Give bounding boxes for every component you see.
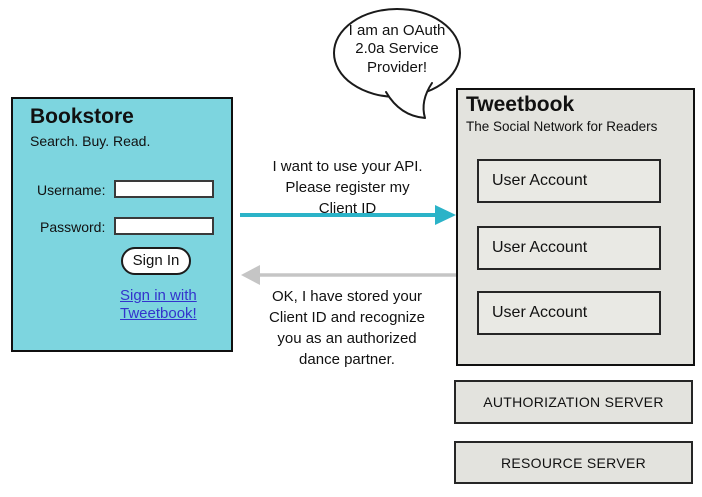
request-message-line: Client ID bbox=[318, 200, 377, 217]
user-account-box: User Account bbox=[477, 291, 661, 335]
speech-bubble-text: I am an OAuth 2.0a Service Provider! bbox=[334, 22, 460, 77]
response-message-line: OK, I have stored your bbox=[271, 288, 423, 305]
oauth-link-line[interactable]: Sign in with bbox=[120, 287, 197, 304]
tweetbook-subtitle: The Social Network for Readers bbox=[466, 119, 658, 134]
response-message-line: Client ID and recognize bbox=[269, 309, 425, 326]
password-label: Password: bbox=[40, 219, 106, 235]
response-arrow-icon bbox=[241, 265, 456, 285]
oauth-link-line[interactable]: Tweetbook! bbox=[120, 305, 197, 322]
user-account-box: User Account bbox=[477, 159, 661, 203]
request-message-line: I want to use your API. bbox=[272, 158, 423, 175]
speech-bubble-line: I am an OAuth bbox=[348, 22, 446, 39]
user-account-box: User Account bbox=[477, 226, 661, 270]
response-message-line: dance partner. bbox=[299, 351, 395, 368]
sign-in-button[interactable]: Sign In bbox=[121, 247, 191, 275]
bookstore-title: Bookstore bbox=[30, 105, 134, 128]
bookstore-tagline: Search. Buy. Read. bbox=[30, 133, 151, 149]
speech-bubble-line: 2.0a Service bbox=[355, 40, 439, 58]
speech-bubble-icon bbox=[333, 8, 461, 119]
tweetbook-title: Tweetbook bbox=[466, 93, 575, 116]
request-message-line: Please register my bbox=[285, 179, 410, 196]
request-message: I want to use your API. Please register … bbox=[250, 156, 445, 219]
resource-server-box: RESOURCE SERVER bbox=[454, 441, 693, 484]
username-label: Username: bbox=[37, 182, 106, 198]
password-input[interactable] bbox=[114, 217, 214, 235]
response-message: OK, I have stored your Client ID and rec… bbox=[243, 286, 451, 370]
authorization-server-box: AUTHORIZATION SERVER bbox=[454, 380, 693, 424]
username-input[interactable] bbox=[114, 180, 214, 198]
tweetbook-panel: Tweetbook The Social Network for Readers… bbox=[456, 88, 695, 366]
speech-bubble-line: Provider! bbox=[366, 58, 428, 76]
bookstore-panel: Bookstore Search. Buy. Read. Username: P… bbox=[11, 97, 233, 352]
sign-in-with-tweetbook-link[interactable]: Sign in with Tweetbook! bbox=[120, 287, 197, 323]
response-message-line: you as an authorized bbox=[277, 330, 417, 347]
